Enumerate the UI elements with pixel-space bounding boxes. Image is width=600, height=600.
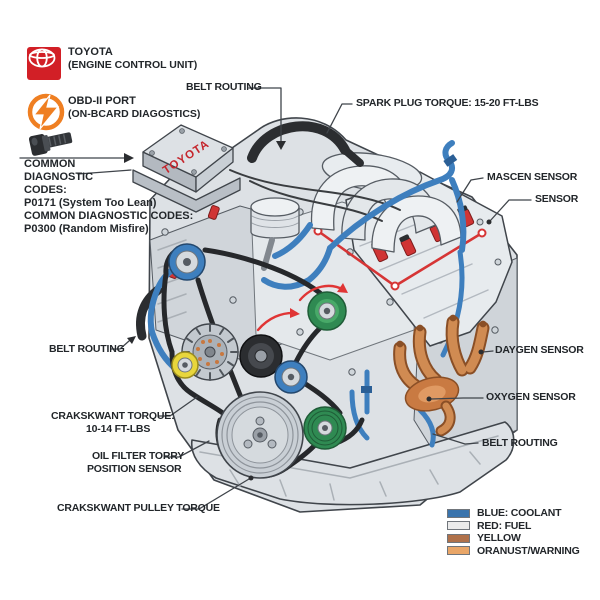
leader-daygen (482, 350, 494, 353)
idler-pulley-yellow (171, 351, 199, 379)
legend-label-warning: ORANUST/WARNING (477, 544, 580, 557)
intake-manifold (310, 152, 462, 253)
legend: BLUE: COOLANT RED: FUEL YELLOW ORANUST/W… (447, 507, 580, 557)
legend-row-coolant: BLUE: COOLANT (447, 507, 580, 520)
legend-label-yellow: YELLOW (477, 532, 521, 545)
obd-title: OBD-II PORT (68, 95, 136, 107)
pulley-green-lower (303, 406, 347, 450)
coolant-hoses (147, 140, 467, 448)
leader-spark-plug (326, 103, 353, 134)
callout-belt-routing-top: BELT ROUTING (186, 81, 262, 93)
callout-oxygen-sensor: OXYGEN SENSOR (486, 391, 576, 403)
toyota-title: TOYOTA (68, 46, 113, 58)
tensioner-pulley-black (239, 334, 283, 378)
legend-swatch-yellow (447, 533, 470, 543)
leader-diagnostic (77, 169, 132, 175)
legend-swatch-warning (447, 546, 470, 556)
idler-pulley-blue-top (168, 243, 206, 281)
diag2-line2: P0300 (Random Misfire) (24, 222, 149, 235)
belt-direction-arrows (256, 283, 348, 332)
diagnostic-block-p0300: COMMON DIAGNOSTIC CODES: P0300 (Random M… (24, 210, 193, 236)
legend-row-warning: ORANUST/WARNING (447, 545, 580, 558)
legend-label-fuel: RED: FUEL (477, 519, 532, 532)
legend-swatch-coolant (447, 508, 470, 518)
leader-belt-routing-right (432, 433, 479, 445)
callout-daygen-sensor: DAYGEN SENSOR (495, 344, 584, 356)
callout-crank-pulley-torque: CRAKSKWANT PULLEY TORQUE (57, 502, 220, 514)
diag1-line1: COMMON (24, 158, 76, 170)
legend-label-coolant: BLUE: COOLANT (477, 507, 562, 520)
lightning-bolt-icon (27, 93, 65, 131)
leader-sensor (489, 199, 532, 222)
diag1-line4: P0171 (System Too Lean) (24, 196, 157, 209)
callout-sensor: SENSOR (535, 193, 579, 205)
black-hoses (136, 121, 401, 341)
diag1-line2: DIAGNOSTIC (24, 170, 94, 183)
pulleys (168, 243, 347, 479)
leader-crank-pulley (181, 478, 250, 510)
legend-row-fuel: RED: FUEL (447, 520, 580, 533)
callout-belt-routing-left: BELT ROUTING (49, 343, 125, 355)
callout-mascen-sensor: MASCEN SENSOR (487, 171, 578, 183)
ecu-box: TOYOTA (132, 124, 241, 213)
toyota-subtitle: (ENGINE CONTROL UNIT) (68, 59, 198, 71)
callout-crank-torque-line1: CRAKSKWANT TORQUE: (51, 410, 175, 422)
leader-crank-torque (157, 396, 198, 417)
leader-lines (19, 87, 532, 510)
crankshaft-pulley (216, 391, 304, 479)
diagnostic-block-p0171: COMMON DIAGNOSTIC CODES: P0171 (System T… (24, 158, 156, 210)
callout-belt-routing-right: BELT ROUTING (482, 437, 558, 449)
toyota-logo-icon (27, 47, 61, 80)
leader-oxygen (430, 397, 484, 400)
pulley-blue-mid (274, 360, 308, 394)
leader-oil-filter (164, 440, 210, 458)
callout-crank-torque-line2: 10-14 FT-LBS (86, 423, 151, 435)
callout-oil-filter-line1: OIL FILTER TORRY (92, 450, 185, 462)
leader-belt-routing-left (110, 340, 130, 350)
oil-pan (190, 421, 515, 506)
spark-plug-bolt-icon (28, 132, 73, 156)
legend-row-yellow: YELLOW (447, 532, 580, 545)
callout-spark-plug-torque: SPARK PLUG TORQUE: 15-20 FT-LBS (356, 97, 539, 109)
obd-subtitle: (ON-BCARD DIAGOSTICS) (68, 108, 201, 120)
diag2-line1: COMMON DIAGNOSTIC CODES: (24, 210, 194, 222)
leader-mascen (456, 177, 484, 203)
diag1-line3: CODES: (24, 183, 67, 196)
legend-swatch-fuel (447, 521, 470, 531)
pulley-green-upper (307, 291, 347, 331)
callout-oil-filter-line2: POSITION SENSOR (87, 463, 182, 475)
leader-belt-routing-top (248, 87, 282, 143)
